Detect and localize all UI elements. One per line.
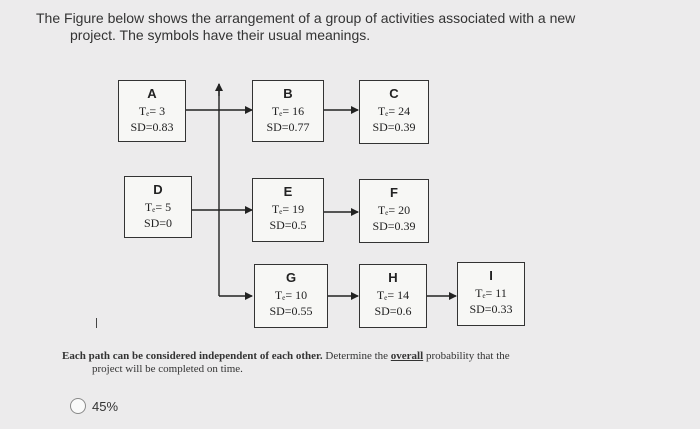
activity-box-h: H Tₑ= 14 SD=0.6 xyxy=(359,264,427,328)
question-part-2: Determine the xyxy=(325,350,389,362)
activity-sd: SD=0.33 xyxy=(469,302,513,316)
activity-box-i: I Tₑ= 11 SD=0.33 xyxy=(457,262,525,326)
activity-sd: SD=0.83 xyxy=(130,120,174,134)
activity-box-c: C Tₑ= 24 SD=0.39 xyxy=(359,80,429,144)
activity-name: H xyxy=(388,270,398,285)
question-underlined: overall xyxy=(390,350,424,362)
activity-name: G xyxy=(285,270,297,285)
activity-box-a: A Tₑ= 3 SD=0.83 xyxy=(118,80,186,142)
activity-te: Tₑ= 14 xyxy=(376,288,410,302)
activity-name: B xyxy=(283,86,293,101)
activity-te: Tₑ= 11 xyxy=(475,286,507,300)
activity-sd: SD=0 xyxy=(143,216,173,230)
activity-box-e: E Tₑ= 19 SD=0.5 xyxy=(252,178,324,242)
activity-sd: SD=0.39 xyxy=(372,219,416,233)
answer-option-1[interactable]: 45% xyxy=(70,398,118,414)
activity-name: E xyxy=(283,184,293,199)
activity-name: F xyxy=(390,185,398,200)
question-line-2: project will be completed on time. xyxy=(92,363,243,375)
activity-sd: SD=0.5 xyxy=(269,218,307,232)
question-part-3: probability that the xyxy=(425,350,510,362)
activity-te: Tₑ= 5 xyxy=(144,200,172,214)
activity-sd: SD=0.55 xyxy=(269,304,313,318)
stray-tick-mark xyxy=(96,318,97,328)
activity-name: C xyxy=(389,86,399,101)
activity-sd: SD=0.77 xyxy=(266,120,310,134)
question-part-1: Each path can be considered independent … xyxy=(62,350,323,362)
intro-line-2: project. The symbols have their usual me… xyxy=(70,27,371,43)
activity-sd: SD=0.6 xyxy=(374,304,412,318)
intro-line-1: The Figure below shows the arrangement o… xyxy=(36,10,576,26)
activity-te: Tₑ= 16 xyxy=(271,104,305,118)
radio-button[interactable] xyxy=(70,398,86,414)
activity-box-g: G Tₑ= 10 SD=0.55 xyxy=(254,264,328,328)
activity-box-d: D Tₑ= 5 SD=0 xyxy=(124,176,192,238)
activity-te: Tₑ= 20 xyxy=(377,203,411,217)
question-text: Each path can be considered independent … xyxy=(62,350,682,376)
activity-name: A xyxy=(147,86,157,101)
activity-te: Tₑ= 19 xyxy=(271,202,305,216)
activity-te: Tₑ= 3 xyxy=(138,104,166,118)
activity-name: D xyxy=(153,182,163,197)
activity-name: I xyxy=(489,268,493,283)
activity-te: Tₑ= 24 xyxy=(377,104,411,118)
activity-box-f: F Tₑ= 20 SD=0.39 xyxy=(359,179,429,243)
activity-sd: SD=0.39 xyxy=(372,120,416,134)
activity-box-b: B Tₑ= 16 SD=0.77 xyxy=(252,80,324,142)
answer-option-label[interactable]: 45% xyxy=(92,398,119,414)
activity-te: Tₑ= 10 xyxy=(274,288,308,302)
intro-text: The Figure below shows the arrangement o… xyxy=(36,10,686,44)
